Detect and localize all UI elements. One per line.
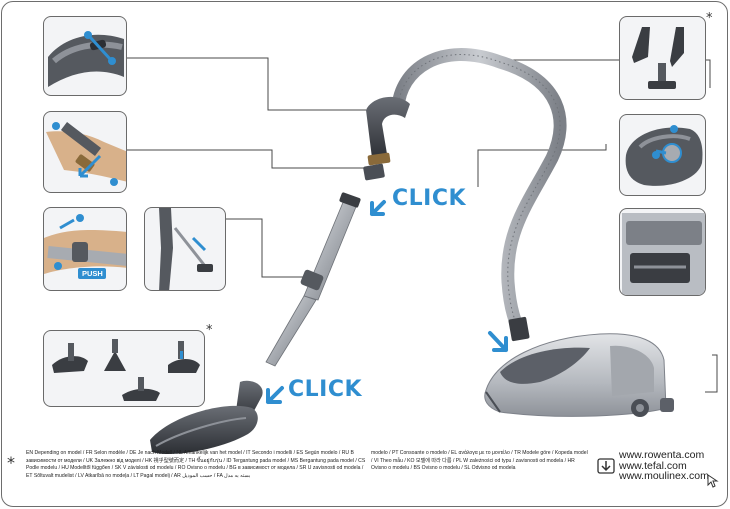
website-moulinex[interactable]: www.moulinex.com <box>619 471 709 482</box>
panel-handle-control <box>43 16 127 96</box>
arrow-icon <box>268 388 282 402</box>
legal-text-right: modelo / PT Consoante o modelo / EL ανάλ… <box>371 450 590 473</box>
vacuum-cleaner-body <box>485 317 674 417</box>
asterisk-nozzles: * <box>206 324 213 337</box>
panel-handle-grip <box>43 111 127 193</box>
panel-wand-length <box>144 207 226 291</box>
legal-text-left: EN Depending on model / FR Selon modèle … <box>26 450 371 480</box>
telescopic-wand <box>266 192 361 366</box>
panel-small-accessories <box>619 16 706 100</box>
website-rowenta[interactable]: www.rowenta.com <box>619 450 709 461</box>
arrow-icon <box>490 333 506 350</box>
connector-grip <box>126 150 366 168</box>
arrow-icon <box>372 202 384 214</box>
website-list: www.rowenta.com www.tefal.com www.moulin… <box>619 450 709 482</box>
panel-wand-release: PUSH <box>43 207 127 291</box>
connector-storage <box>705 355 717 392</box>
connector-handle <box>126 58 366 110</box>
click-label-bottom: CLICK <box>288 377 362 402</box>
panel-storage <box>619 208 706 296</box>
cursor-icon <box>707 474 719 488</box>
asterisk-accessories: * <box>706 12 713 25</box>
asterisk-footer: * <box>7 453 15 472</box>
book-icon <box>597 457 615 475</box>
click-label-top: CLICK <box>392 186 466 211</box>
panel-nozzle-accessories <box>43 330 205 407</box>
hose-handle <box>363 97 410 181</box>
push-label: PUSH <box>82 269 103 278</box>
panel-power-control <box>619 114 706 196</box>
